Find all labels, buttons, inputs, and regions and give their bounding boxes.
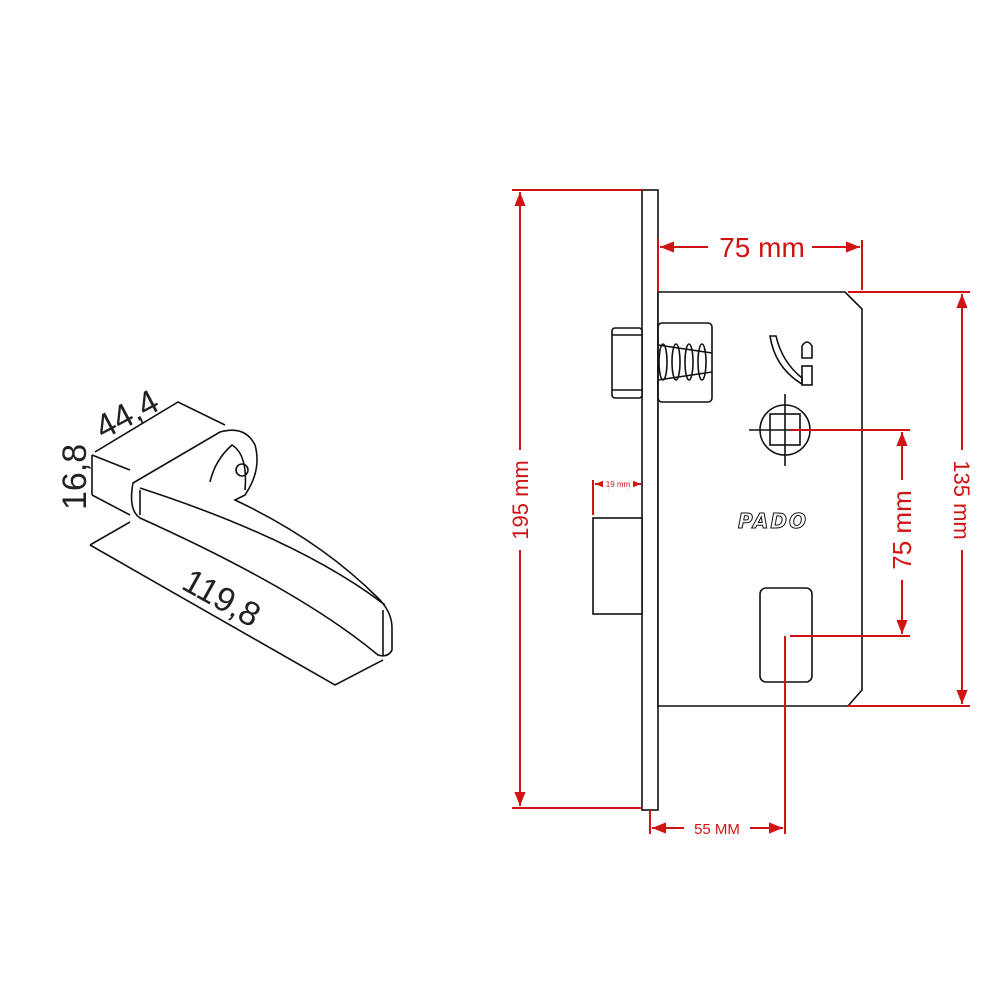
handle-symbol-icon [769,335,813,386]
lock-case [657,291,863,707]
door-handle-drawing: 16,8 44,4 119,8 [56,382,393,686]
brand-logo: PADO [738,509,808,533]
key-backset-label: 55 MM [694,821,740,838]
latch-bolt [611,327,643,399]
body-height-label: 135 mm [949,460,974,539]
mortise-lock-drawing: PADO [592,189,863,811]
handle-height-label: 16,8 [56,444,94,510]
handle-width-label: 44,4 [89,382,165,447]
faceplate [641,189,659,811]
total-height-label: 195 mm [508,460,533,539]
backset-label: 75 mm [719,232,805,263]
bolt-throw-label: 19 mm [606,480,631,489]
dimensions: 195 mm 75 mm 135 mm 75 mm 55 MM 19 mm [505,189,978,838]
spring-icon [657,343,713,381]
center-distance-label: 75 mm [887,490,917,569]
latch-spring-box [657,322,713,403]
deadbolt [592,517,643,615]
